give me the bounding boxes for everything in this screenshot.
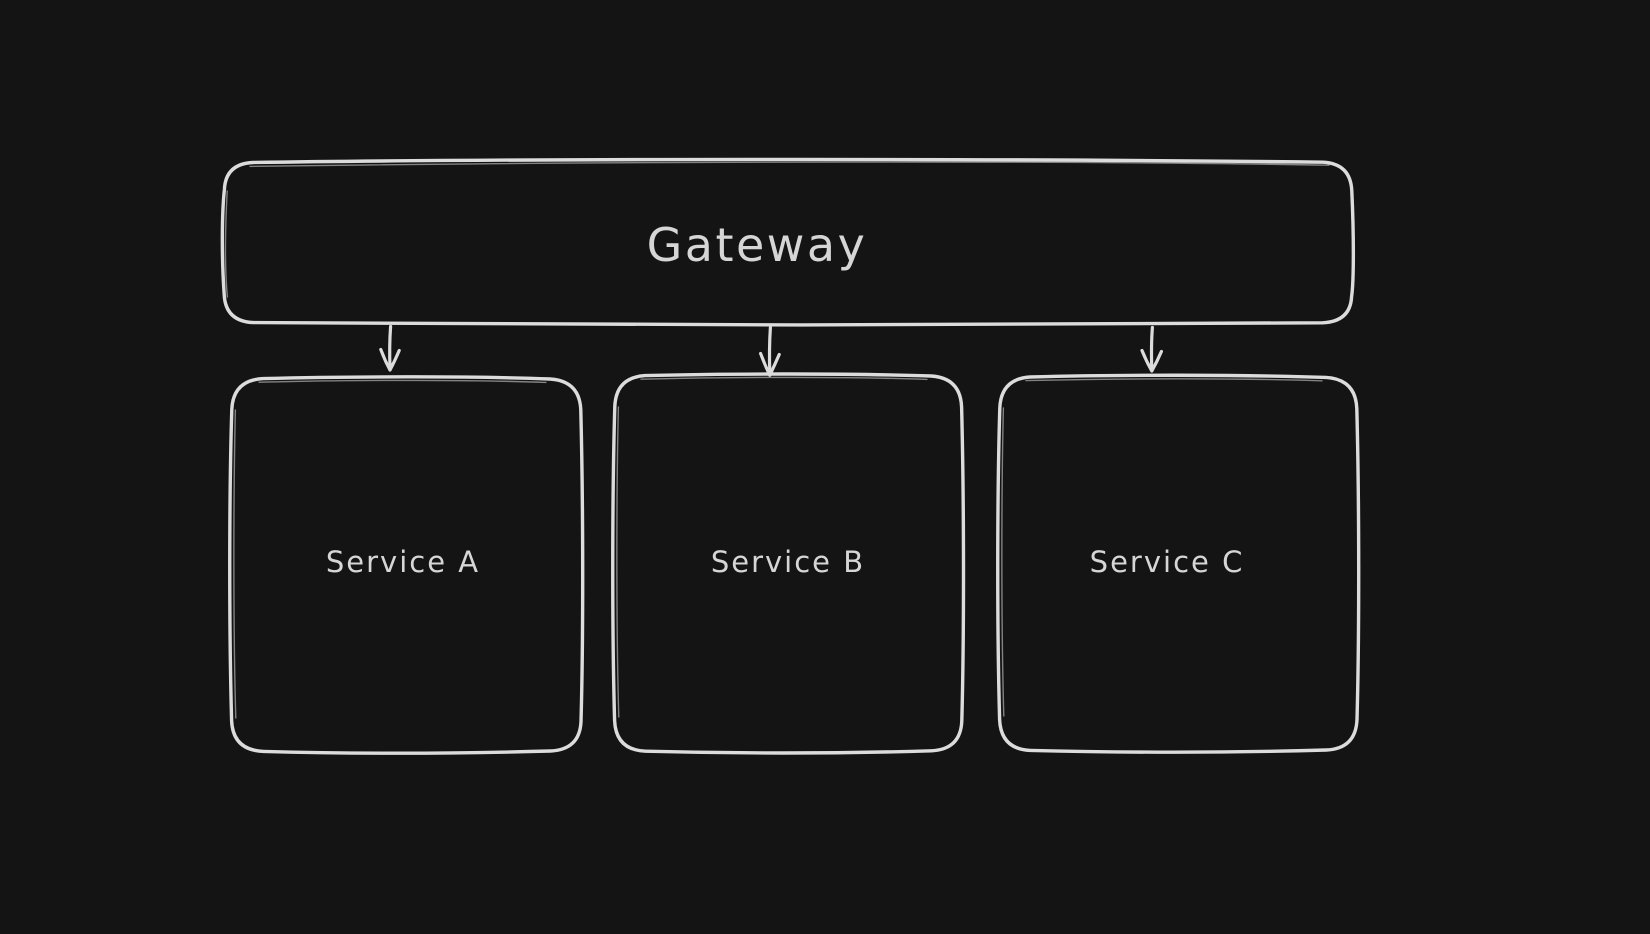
arrow-gateway-to-service-b[interactable] xyxy=(759,325,781,377)
service-c-label: Service C xyxy=(1090,545,1245,579)
arrow-gateway-to-service-a[interactable] xyxy=(379,324,401,372)
gateway-label: Gateway xyxy=(647,218,868,272)
arrow-shaft xyxy=(767,325,772,376)
arrow-shaft xyxy=(388,324,393,371)
arrow-shaft xyxy=(1149,325,1154,372)
service-b-box[interactable] xyxy=(611,372,966,755)
arrow-head-icon xyxy=(1140,348,1163,373)
service-b-box-overdraw xyxy=(616,376,928,718)
gateway-node[interactable]: Gateway xyxy=(220,157,1356,327)
service-b-label: Service B xyxy=(711,545,865,579)
arrow-gateway-to-service-c[interactable] xyxy=(1140,325,1163,373)
service-c-box-overdraw xyxy=(1001,378,1323,717)
gateway-box[interactable] xyxy=(220,157,1356,327)
service-c-node[interactable]: Service C xyxy=(996,373,1361,754)
service-a-node[interactable]: Service A xyxy=(228,375,585,755)
gateway-box-overdraw xyxy=(224,161,1330,298)
service-a-box[interactable] xyxy=(228,375,585,755)
service-c-box[interactable] xyxy=(996,373,1361,754)
service-a-label: Service A xyxy=(326,545,480,579)
service-a-box-overdraw xyxy=(233,379,547,719)
arrow-head-icon xyxy=(379,347,401,372)
service-b-node[interactable]: Service B xyxy=(611,372,966,755)
